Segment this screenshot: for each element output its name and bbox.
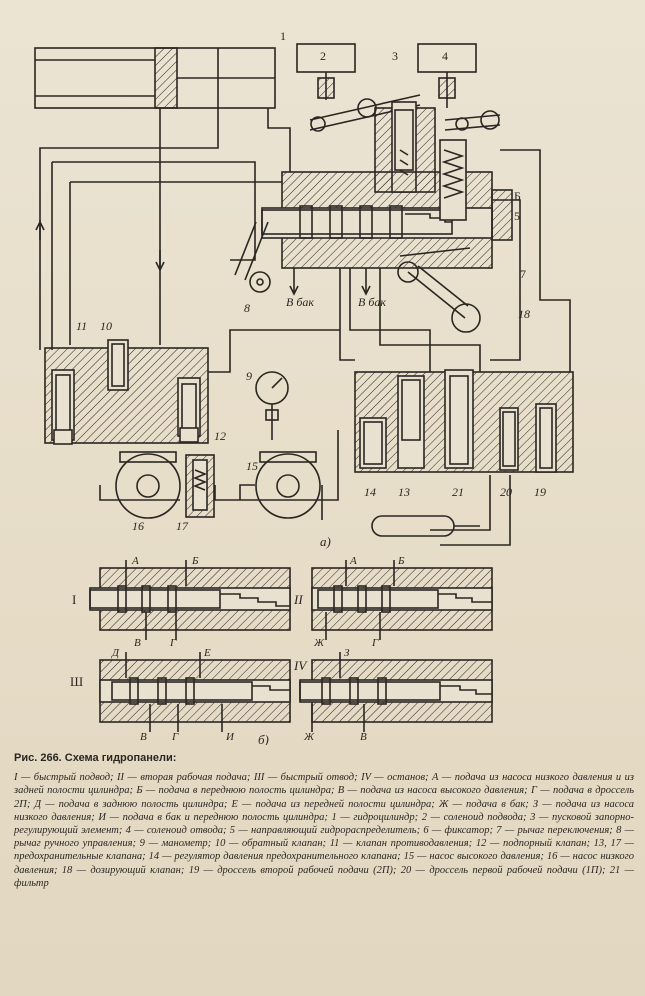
port-I-V: В: [134, 637, 141, 649]
port-III-G: Г: [171, 731, 179, 743]
spool-position-IV: [299, 652, 493, 732]
position-I-label: I: [72, 592, 76, 607]
port-I-G: Г: [169, 637, 177, 649]
port-I-A: А: [131, 555, 139, 567]
position-IV-label: IV: [293, 658, 308, 673]
spool-position-III: [99, 652, 291, 732]
figure-caption: Рис. 266. Схема гидропанели: I — быстрый…: [14, 752, 634, 890]
solenoid-retract: [417, 43, 477, 108]
callout-19: 19: [534, 485, 546, 499]
port-III-D: Д: [111, 647, 120, 659]
callout-8: 8: [244, 301, 250, 315]
callout-20: 20: [500, 485, 512, 499]
main-distributor: [261, 139, 513, 269]
callout-7: 7: [520, 267, 526, 281]
pump-low-pressure: [115, 451, 181, 519]
hydraulic-panel-figure: 1 2 3 4 5 Б 7 8 9 10 11 12 13 14 15 16 1…: [34, 29, 574, 745]
valve-block-right: [354, 369, 574, 473]
port-II-A: А: [349, 555, 357, 567]
callout-4: 4: [442, 49, 448, 63]
callout-21: 21: [452, 485, 464, 499]
port-III-E: Е: [203, 647, 211, 659]
port-II-B: Б: [397, 555, 405, 567]
port-II-Zh: Ж: [313, 637, 325, 649]
subfigure-b-label: б): [258, 732, 269, 745]
spool-position-II: [311, 560, 493, 640]
port-III-V: В: [140, 731, 147, 743]
callout-18: 18: [518, 307, 530, 321]
tank-label-right: В бак: [358, 295, 386, 309]
callout-16: 16: [132, 519, 144, 533]
callout-12: 12: [214, 429, 226, 443]
safety-valve-17: [185, 454, 215, 518]
port-IV-Z: З: [344, 647, 350, 659]
callout-1: 1: [280, 29, 286, 43]
spool-position-I: [89, 560, 291, 640]
caption-title: Рис. 266. Схема гидропанели:: [14, 752, 177, 764]
tank-label-left: В бак: [286, 295, 314, 309]
hydraulic-schematic: 1 2 3 4 5 Б 7 8 9 10 11 12 13 14 15 16 1…: [34, 29, 574, 745]
callout-10: 10: [100, 319, 112, 333]
callout-13: 13: [398, 485, 410, 499]
callout-2: 2: [320, 49, 326, 63]
callout-9: 9: [246, 369, 252, 383]
solenoid-advance: [296, 43, 356, 100]
valve-block-left: [44, 339, 209, 445]
callout-5: 5: [514, 209, 520, 223]
port-I-B: Б: [191, 555, 199, 567]
port-III-I: И: [225, 731, 235, 743]
callout-3: 3: [392, 49, 398, 63]
pump-high-pressure: [255, 451, 321, 519]
position-III-label: Ш: [70, 674, 83, 689]
callout-17: 17: [176, 519, 189, 533]
port-IV-V: В: [360, 731, 367, 743]
callout-6: Б: [514, 189, 521, 203]
callout-15: 15: [246, 459, 258, 473]
port-II-G: Г: [371, 637, 379, 649]
caption-legend: I — быстрый подвод; II — вторая рабочая …: [14, 772, 634, 889]
callout-11: 11: [76, 319, 87, 333]
position-II-label: II: [293, 592, 303, 607]
hydraulic-cylinder: [34, 47, 276, 109]
subfigure-a-label: а): [320, 534, 331, 549]
callout-14: 14: [364, 485, 376, 499]
filter: [371, 515, 480, 537]
pressure-gauge: [255, 371, 289, 440]
port-IV-Zh: Ж: [303, 731, 315, 743]
